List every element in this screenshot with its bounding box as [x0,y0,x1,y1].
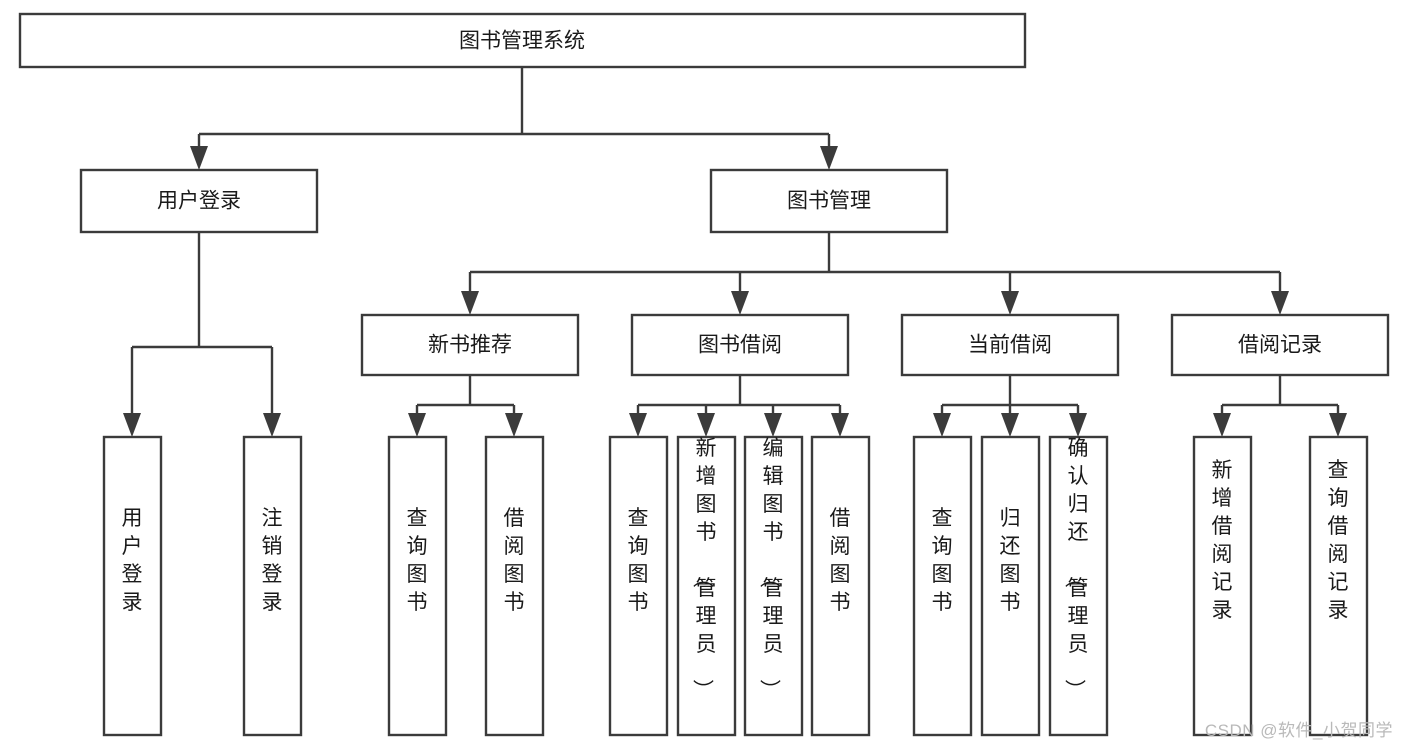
arrow-borrow-leaf-3 [764,413,782,437]
arrow-borrow-leaf-2 [697,413,715,437]
node-borrow-records-box[interactable] [1170,313,1390,377]
leaf-current-3-label: 确认归还（管理员） [1063,437,1089,700]
node-book-management-label: 图书管理 [787,190,871,213]
arrow-records-leaf-1 [1213,413,1231,437]
node-new-book-recommend-box[interactable] [360,313,580,377]
leaf-borrow-4[interactable]: 借阅图书 [810,435,871,737]
leaf-new-books-1-box[interactable] [387,435,448,737]
node-current-borrow[interactable]: 当前借阅 [900,313,1120,377]
node-borrow-records[interactable]: 借阅记录 [1170,313,1390,377]
leaf-records-2-label: 查询借阅记录 [1328,459,1349,622]
node-current-borrow-box[interactable] [900,313,1120,377]
leaf-user-login-2-label: 注销登录 [262,507,283,614]
csdn-watermark: CSDN @软件_小贺同学 [1204,721,1393,740]
leaf-borrow-1-label: 查询图书 [628,507,649,614]
node-book-borrow-box[interactable] [630,313,850,377]
leaf-new-books-1[interactable]: 查询图书 [387,435,448,737]
leaf-current-1[interactable]: 查询图书 [912,435,973,737]
leaf-current-2-label: 归还图书 [1000,507,1021,614]
arrow-borrow-leaf-4 [831,413,849,437]
node-book-management-box[interactable] [709,168,949,234]
leaf-borrow-4-label: 借阅图书 [830,507,851,614]
leaf-borrow-2-label: 新增图书（管理员） [691,437,717,700]
leaf-borrow-3-label: 编辑图书（管理员） [758,437,784,700]
arrow-userlogin-leaf-2 [263,413,281,437]
leaf-current-3-box[interactable] [1048,435,1109,737]
node-new-book-recommend-label: 新书推荐 [428,334,512,357]
leaf-new-books-1-label: 查询图书 [407,507,428,614]
node-root-box[interactable] [18,12,1027,69]
leaf-records-2[interactable]: 查询借阅记录 [1308,435,1369,737]
node-user-login-label: 用户登录 [157,190,241,213]
node-current-borrow-label: 当前借阅 [968,334,1052,357]
leaf-borrow-3[interactable]: 编辑图书（管理员） [743,435,804,737]
leaf-user-login-1-box[interactable] [102,435,163,737]
node-book-borrow-label: 图书借阅 [698,334,782,357]
leaf-user-login-1[interactable]: 用户登录 [102,435,163,737]
node-user-login[interactable]: 用户登录 [79,168,319,234]
leaf-current-2[interactable]: 归还图书 [980,435,1041,737]
leaf-records-1-label: 新增借阅记录 [1212,459,1233,622]
leaf-borrow-3-box[interactable] [743,435,804,737]
arrow-newbooks-leaf-1 [408,413,426,437]
arrow-bookmgmt-newbooks [461,291,479,315]
node-book-borrow[interactable]: 图书借阅 [630,313,850,377]
leaf-borrow-2[interactable]: 新增图书（管理员） [676,435,737,737]
leaf-new-books-2-label: 借阅图书 [504,507,525,614]
connector-layer [123,67,1347,437]
arrow-bookmgmt-records [1271,291,1289,315]
node-user-login-box[interactable] [79,168,319,234]
leaf-borrow-4-box[interactable] [810,435,871,737]
leaf-current-1-box[interactable] [912,435,973,737]
arrow-root-to-bookmgmt [820,146,838,170]
leaf-records-1-box[interactable] [1192,435,1253,737]
node-borrow-records-label: 借阅记录 [1238,334,1322,357]
leaf-new-books-2[interactable]: 借阅图书 [484,435,545,737]
arrow-records-leaf-2 [1329,413,1347,437]
leaf-user-login-1-label: 用户登录 [122,507,143,614]
leaf-user-login-2[interactable]: 注销登录 [242,435,303,737]
leaf-current-3[interactable]: 确认归还（管理员） [1048,435,1109,737]
arrow-bookmgmt-borrow [731,291,749,315]
leaf-records-2-box[interactable] [1308,435,1369,737]
leaf-current-1-label: 查询图书 [932,507,953,614]
arrow-current-leaf-2 [1001,413,1019,437]
leaf-records-1[interactable]: 新增借阅记录 [1192,435,1253,737]
arrow-current-leaf-3 [1069,413,1087,437]
arrow-borrow-leaf-1 [629,413,647,437]
leaf-borrow-1-box[interactable] [608,435,669,737]
arrow-newbooks-leaf-2 [505,413,523,437]
node-root-label: 图书管理系统 [459,30,585,53]
node-root[interactable]: 图书管理系统 [18,12,1027,69]
leaf-user-login-2-box[interactable] [242,435,303,737]
arrow-bookmgmt-current [1001,291,1019,315]
leaf-borrow-1[interactable]: 查询图书 [608,435,669,737]
node-new-book-recommend[interactable]: 新书推荐 [360,313,580,377]
leaf-new-books-2-box[interactable] [484,435,545,737]
node-book-management[interactable]: 图书管理 [709,168,949,234]
arrow-current-leaf-1 [933,413,951,437]
arrow-root-to-userlogin [190,146,208,170]
leaf-borrow-2-box[interactable] [676,435,737,737]
leaf-current-2-box[interactable] [980,435,1041,737]
arrow-userlogin-leaf-1 [123,413,141,437]
